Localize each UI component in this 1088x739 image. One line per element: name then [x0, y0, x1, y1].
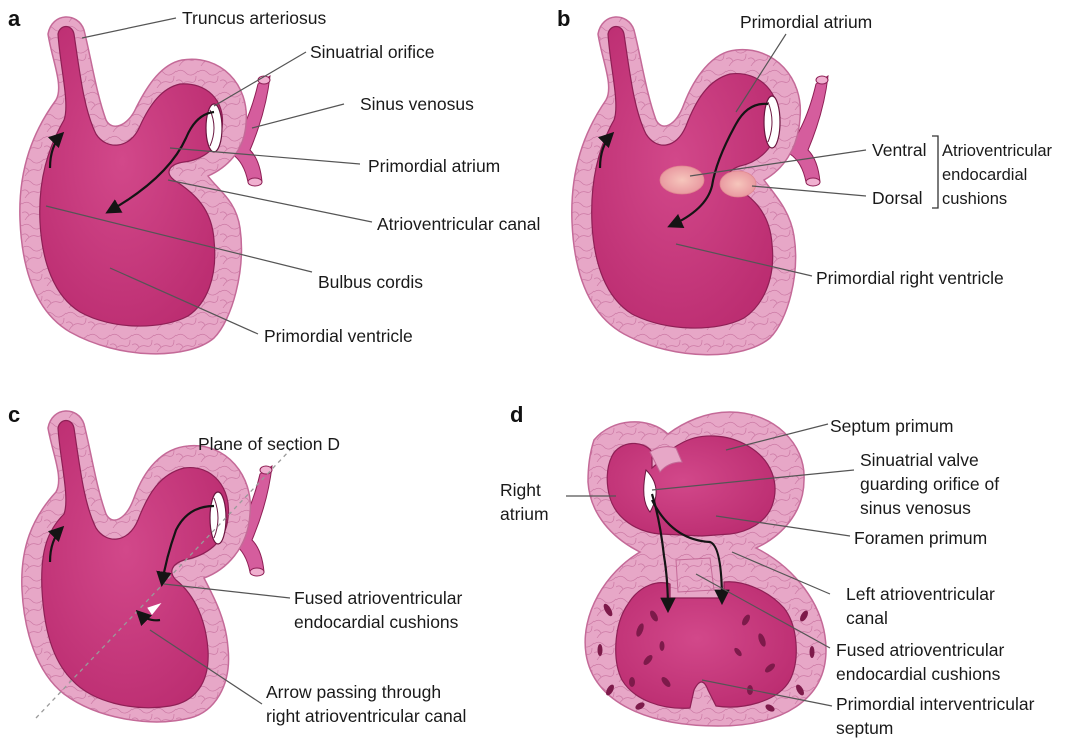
label-dorsal: Dorsal — [872, 188, 923, 208]
panel-letter-a: a — [8, 6, 21, 31]
label-cushions-line-3: cushions — [942, 190, 1007, 208]
ventral-cushion — [660, 166, 704, 194]
label-cushions-line-1: Atrioventricular — [942, 142, 1053, 160]
label-fused-cushions-c-2: endocardial cushions — [294, 612, 459, 632]
label-ventral: Ventral — [872, 140, 926, 160]
panel-b: b Primordial atrium Ventral Dorsal Atrio… — [557, 6, 1053, 355]
label-fused-cushions-c-1: Fused atrioventricular — [294, 588, 462, 608]
label-sinuatrial-valve-1: Sinuatrial valve — [860, 450, 979, 470]
label-primordial-atrium-a: Primordial atrium — [368, 156, 500, 176]
panel-c: c Plane of section D Fused atrioventricu… — [8, 402, 466, 726]
label-sinuatrial-valve-3: sinus venosus — [860, 498, 971, 518]
label-interventricular-1: Primordial interventricular — [836, 694, 1035, 714]
label-plane-of-section: Plane of section D — [198, 434, 340, 454]
label-left-av-canal-2: canal — [846, 608, 888, 628]
dorsal-cushion — [720, 171, 756, 197]
panel-a: a Truncus arteriosus — [8, 6, 540, 354]
label-right-atrium-1: Right — [500, 480, 541, 500]
label-arrow-passing-2: right atrioventricular canal — [266, 706, 466, 726]
label-foramen-primum: Foramen primum — [854, 528, 987, 548]
label-sinuatrial-orifice: Sinuatrial orifice — [310, 42, 435, 62]
heart-a-drawing — [20, 17, 270, 354]
label-atrioventricular-canal: Atrioventricular canal — [377, 214, 540, 234]
label-sinuatrial-valve-2: guarding orifice of — [860, 474, 999, 494]
label-interventricular-2: septum — [836, 718, 893, 738]
cushions-bracket — [932, 136, 938, 208]
label-fused-cushions-d-1: Fused atrioventricular — [836, 640, 1004, 660]
label-left-av-canal-1: Left atrioventricular — [846, 584, 995, 604]
heart-d-drawing — [585, 412, 826, 726]
label-primordial-right-ventricle: Primordial right ventricle — [816, 268, 1004, 288]
label-truncus-arteriosus: Truncus arteriosus — [182, 8, 327, 28]
panel-d: d — [500, 402, 1035, 738]
label-sinus-venosus: Sinus venosus — [360, 94, 474, 114]
heart-b-drawing — [572, 17, 828, 355]
panel-letter-c: c — [8, 402, 20, 427]
label-bulbus-cordis: Bulbus cordis — [318, 272, 423, 292]
panel-letter-d: d — [510, 402, 523, 427]
label-septum-primum: Septum primum — [830, 416, 954, 436]
label-arrow-passing-1: Arrow passing through — [266, 682, 441, 702]
label-cushions-line-2: endocardial — [942, 166, 1027, 184]
heart-c-drawing — [22, 411, 292, 722]
label-right-atrium-2: atrium — [500, 504, 549, 524]
label-fused-cushions-d-2: endocardial cushions — [836, 664, 1001, 684]
label-primordial-ventricle: Primordial ventricle — [264, 326, 413, 346]
fused-cushions-d — [676, 558, 714, 592]
panel-letter-b: b — [557, 6, 570, 31]
label-primordial-atrium-b: Primordial atrium — [740, 12, 872, 32]
